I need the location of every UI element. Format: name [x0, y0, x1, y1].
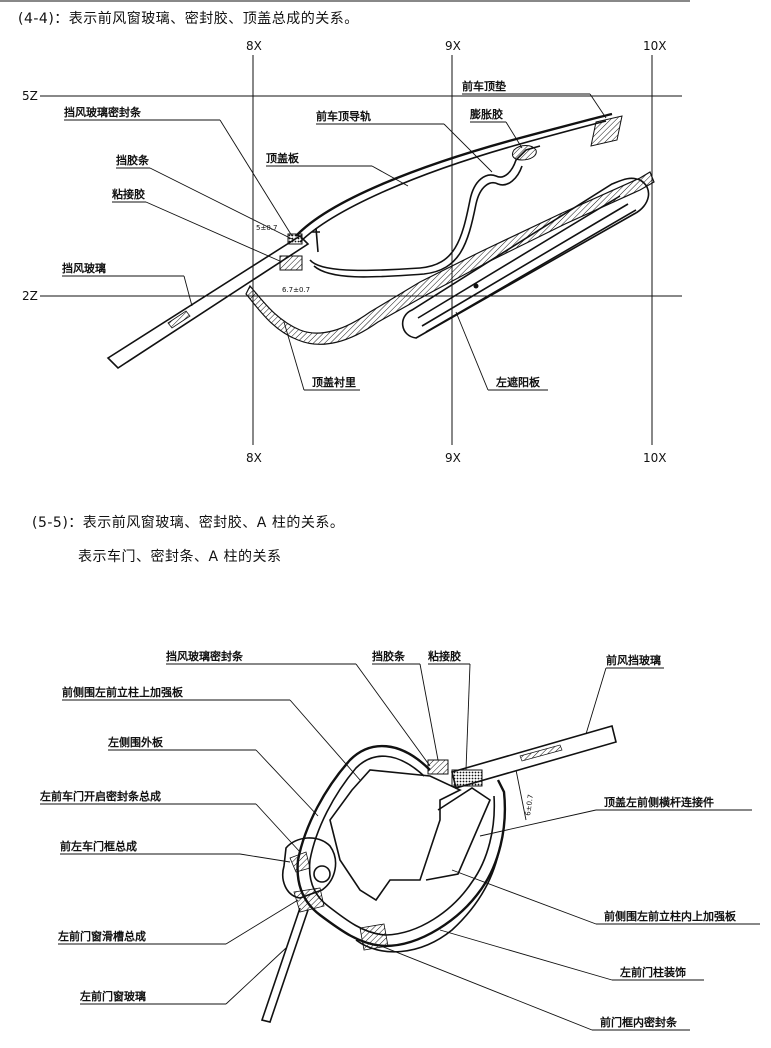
label-adhesive: 粘接胶: [112, 187, 145, 201]
a-pillar-inner-reinforcement: [329, 769, 462, 902]
a-pillar-outer-panel: [296, 744, 507, 948]
label-roof-trim: 顶盖衬里: [312, 375, 356, 389]
grid-label-2z: 2Z: [22, 289, 38, 303]
grid-label-9x-top: 9X: [445, 39, 461, 53]
glue-strip-block-b: [427, 759, 449, 775]
grid-label-8x-bottom: 8X: [246, 451, 262, 465]
door-channel-block: [293, 887, 325, 913]
grid-label-10x-bottom: 10X: [643, 451, 667, 465]
label-left-sunvisor: 左遮阳板: [495, 375, 541, 389]
label-windshield: 挡风玻璃: [62, 261, 106, 275]
a-pillar-outer-reinforcement: [308, 755, 496, 936]
door-seal-bulb: [313, 865, 331, 883]
label-front-door-glass: 左前门窗玻璃: [79, 989, 146, 1003]
label-glue-strip: 挡胶条: [116, 153, 150, 167]
label-glue-strip-b: 挡胶条: [372, 649, 406, 663]
caption-4-4: (4-4)：表示前风窗玻璃、密封胶、顶盖总成的关系。: [18, 11, 359, 27]
windshield-frit: [167, 310, 191, 329]
dimension-6: 6±0.7: [524, 794, 535, 816]
label-a-pillar-inner-reinf: 前侧围左前立柱内上加强板: [604, 909, 737, 923]
front-door-glass-pane: [260, 907, 309, 1023]
dimension-5: 5±0.7: [256, 224, 277, 232]
label-windshield-seal: 挡风玻璃密封条: [64, 105, 142, 119]
roof-outer-panel-inner-edge: [299, 120, 607, 243]
front-roof-rail: [309, 145, 541, 272]
grid-label-8x-top: 8X: [246, 39, 262, 53]
label-front-door-channel: 左前门窗滑槽总成: [57, 929, 146, 943]
grid-label-9x-bottom: 9X: [445, 451, 461, 465]
grid-label-5z: 5Z: [22, 89, 38, 103]
windshield-glass: [106, 234, 310, 370]
label-front-door-frame: 前左车门框总成: [60, 839, 137, 853]
adhesive-block-b: [451, 769, 483, 787]
door-seal-core: [289, 851, 311, 873]
label-door-opening-seal: 左前车门开启密封条总成: [39, 789, 161, 803]
label-roof-side-rail-connector: 顶盖左前侧横杆连接件: [604, 795, 714, 809]
a-pillar-trim-panel: [355, 845, 501, 953]
caption-door-seal: 表示车门、密封条、A 柱的关系: [78, 549, 282, 565]
caption-5-5: (5-5)：表示前风窗玻璃、密封胶、A 柱的关系。: [32, 515, 345, 531]
label-roof-panel: 顶盖板: [266, 151, 300, 165]
label-door-inner-seal: 前门框内密封条: [600, 1015, 678, 1029]
sun-visor-pivot: [473, 283, 479, 289]
labels-5-5: 挡风玻璃密封条 挡胶条 粘接胶 前风挡玻璃 前侧围左前立柱上加强板 左侧围外板 …: [39, 649, 760, 1031]
label-adhesive-b: 粘接胶: [428, 649, 461, 663]
front-roof-pad-block: [590, 115, 623, 147]
label-front-roof-rail: 前车顶导轨: [316, 109, 371, 123]
glue-strip-block: [287, 233, 303, 245]
sun-visor-ribs: [417, 195, 637, 333]
grid-labels-4-4: 8X 9X 10X 8X 9X 10X 5Z 2Z: [22, 39, 667, 465]
adhesive-bead: [279, 255, 303, 271]
roof-side-rail-connector: [425, 787, 491, 881]
front-roof-rail-inner: [313, 165, 523, 278]
door-inner-seal-block: [359, 923, 389, 951]
foam-tape-blob: [511, 145, 537, 161]
label-a-pillar-trim: 左前门柱装饰: [619, 965, 686, 979]
label-front-windshield: 前风挡玻璃: [606, 653, 661, 667]
roof-outer-panel: [295, 112, 613, 237]
dimension-6-7: 6.7±0.7: [282, 286, 310, 294]
label-windshield-seal-b: 挡风玻璃密封条: [166, 649, 244, 663]
label-a-pillar-outer-reinf: 前侧围左前立柱上加强板: [62, 685, 184, 699]
dimension-leader-b: [515, 769, 527, 821]
label-foam-tape: 膨胀胶: [469, 107, 503, 121]
grid-lines-4-4: [40, 55, 682, 445]
sun-visor: [401, 177, 650, 339]
seal-clip: [312, 227, 320, 253]
front-door-frame: [282, 837, 337, 899]
windshield-frit-b: [519, 744, 563, 762]
labels-4-4: 挡风玻璃密封条 前车顶导轨 前车顶垫 膨胀胶 顶盖板 挡胶条 粘接胶 挡风玻璃 …: [62, 79, 607, 391]
label-front-roof-pad: 前车顶垫: [462, 79, 506, 93]
label-side-outer-panel: 左侧围外板: [107, 735, 164, 749]
grid-label-10x-top: 10X: [643, 39, 667, 53]
